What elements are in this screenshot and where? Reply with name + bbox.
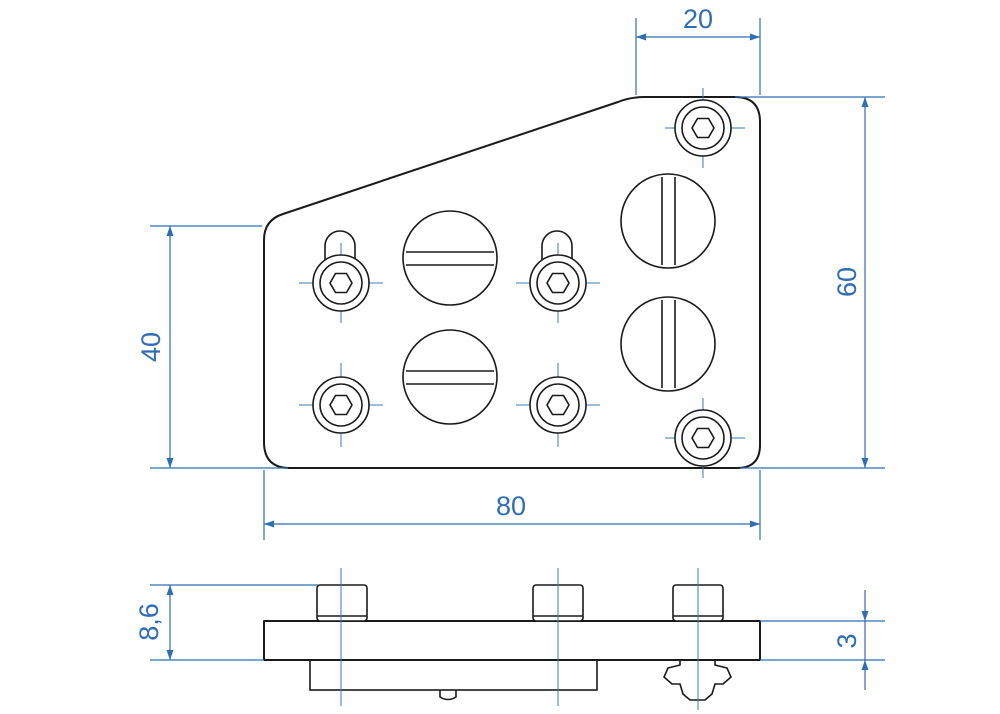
dimension-side-total-height: 8,6 [134,584,318,661]
hex-socket-icon [546,272,570,294]
slot-middle [541,230,573,268]
dimension-top-width: 20 [635,4,761,95]
dimension-label-top-width: 20 [683,4,713,34]
plate-outline [263,96,761,469]
screw-lower-middle [516,363,600,447]
dimension-label-left-height: 40 [136,332,166,362]
dimension-label-overall-height: 60 [832,267,862,297]
slotted-head-right-lower [620,296,716,392]
slotted-head-upper [402,210,498,306]
hex-socket-icon [691,427,715,449]
hex-socket-icon [329,272,353,294]
screw-upper-middle [516,243,600,323]
slot-left [324,230,356,268]
screw-bottom-right [665,398,745,478]
dimension-overall-height: 60 [735,96,885,469]
dimension-label-side-total-height: 8,6 [134,603,164,641]
side-screw-head-left [316,584,368,622]
screw-top-right [665,88,745,168]
screw-upper-left [299,243,383,323]
top-view [263,88,761,478]
bottom-nub [439,690,457,701]
dimension-label-overall-width: 80 [496,491,526,521]
bottom-strip [309,659,598,691]
side-view [263,568,761,710]
slotted-head-lower [402,329,498,425]
dimension-left-height: 40 [136,225,288,469]
dimension-overall-width: 80 [263,470,761,540]
side-plate [263,620,761,661]
hex-socket-icon [691,117,715,139]
screw-lower-left [299,363,383,447]
slotted-head-right-upper [620,173,716,269]
dimension-label-side-plate-thickness: 3 [832,633,862,648]
hex-socket-icon [329,394,353,416]
dimension-side-plate-thickness: 3 [760,590,885,690]
hex-socket-icon [546,394,570,416]
